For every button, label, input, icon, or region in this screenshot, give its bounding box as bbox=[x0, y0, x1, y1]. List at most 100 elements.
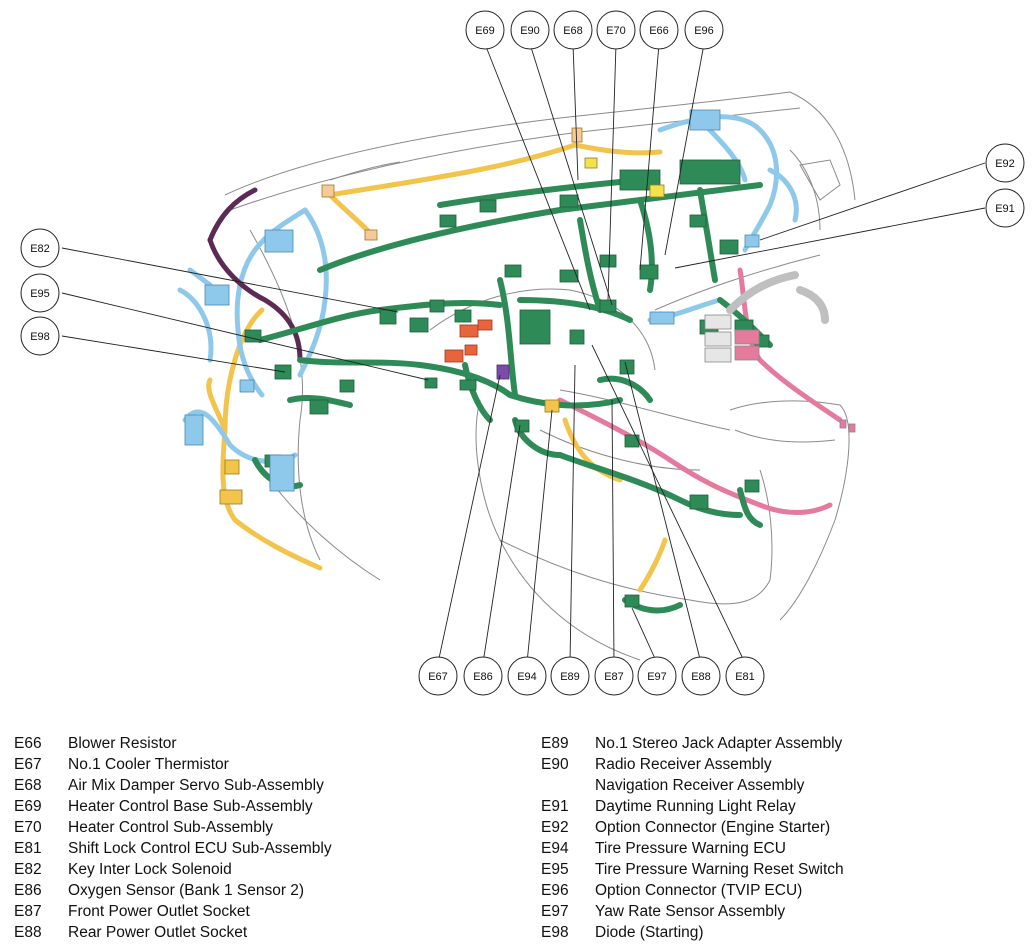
callout-label: E66 bbox=[649, 25, 669, 37]
connector bbox=[704, 314, 732, 330]
connector bbox=[479, 199, 497, 213]
callout: E81 bbox=[725, 656, 765, 696]
purple-connector bbox=[496, 364, 510, 380]
grey-hose bbox=[726, 271, 829, 324]
legend-code: E82 bbox=[14, 861, 42, 878]
connector bbox=[224, 459, 240, 475]
connector bbox=[704, 331, 732, 347]
legend-description: Oxygen Sensor (Bank 1 Sensor 2) bbox=[68, 882, 305, 899]
callout-circle bbox=[684, 10, 724, 50]
legend-row: E82 Key Inter Lock Solenoid bbox=[14, 859, 332, 880]
connector bbox=[239, 379, 255, 393]
legend-description: Daytime Running Light Relay bbox=[595, 798, 796, 815]
legend-description: Heater Control Base Sub-Assembly bbox=[68, 798, 313, 815]
callout-label: E70 bbox=[606, 25, 626, 37]
callout-label: E68 bbox=[563, 25, 583, 37]
callout: E89 bbox=[550, 656, 590, 696]
callout-label: E95 bbox=[30, 288, 50, 300]
callout-label: E69 bbox=[475, 25, 495, 37]
callout-circle bbox=[20, 273, 60, 313]
blue-connectors bbox=[184, 109, 760, 492]
legend-code: E70 bbox=[14, 819, 42, 836]
legend-code: E66 bbox=[14, 735, 42, 752]
connector bbox=[599, 299, 617, 313]
connector bbox=[569, 329, 585, 345]
connector bbox=[309, 399, 329, 415]
connector bbox=[379, 309, 397, 325]
connector bbox=[504, 264, 522, 278]
legend-code: E94 bbox=[541, 840, 569, 857]
legend-description: Air Mix Damper Servo Sub-Assembly bbox=[68, 777, 324, 794]
connector bbox=[559, 269, 579, 283]
yellow-connectors bbox=[219, 127, 665, 505]
callout-label: E82 bbox=[30, 243, 50, 255]
callout-circle bbox=[681, 656, 721, 696]
legend-code: E90 bbox=[541, 756, 569, 773]
legend-description: Shift Lock Control ECU Sub-Assembly bbox=[68, 840, 332, 857]
legend-description: Rear Power Outlet Socket bbox=[68, 924, 248, 941]
callout-circle bbox=[510, 10, 550, 50]
yellow-harness bbox=[206, 142, 668, 593]
callout-circle bbox=[465, 10, 505, 50]
legend-row: E81 Shift Lock Control ECU Sub-Assembly bbox=[14, 838, 332, 859]
callout-label: E86 bbox=[473, 671, 493, 683]
legend-description: Heater Control Sub-Assembly bbox=[68, 819, 274, 836]
callout-circle bbox=[418, 656, 458, 696]
callout-circle bbox=[463, 656, 503, 696]
connector bbox=[719, 239, 739, 255]
callout-label: E81 bbox=[735, 671, 755, 683]
connector bbox=[204, 284, 230, 306]
connector bbox=[264, 229, 294, 253]
callout-label: E98 bbox=[30, 331, 50, 343]
legend-code: E86 bbox=[14, 882, 42, 899]
legend-description: Diode (Starting) bbox=[595, 924, 704, 941]
legend-description: Key Inter Lock Solenoid bbox=[68, 861, 232, 878]
dashboard-outline bbox=[224, 91, 856, 661]
callout-leaders bbox=[61, 43, 986, 664]
green-connectors bbox=[244, 159, 770, 608]
callout-label: E97 bbox=[647, 671, 667, 683]
callout-circle bbox=[553, 10, 593, 50]
orange-connectors bbox=[444, 319, 493, 363]
callout-label: E91 bbox=[995, 203, 1015, 215]
connector bbox=[439, 214, 457, 228]
callout: E87 bbox=[594, 656, 634, 696]
connector bbox=[744, 479, 760, 493]
connector bbox=[734, 345, 760, 361]
connector bbox=[839, 419, 847, 429]
connector bbox=[429, 299, 445, 313]
connector bbox=[599, 254, 617, 268]
callout-label: E89 bbox=[560, 671, 580, 683]
connector bbox=[689, 109, 721, 131]
legend-row: E70 Heater Control Sub-Assembly bbox=[14, 817, 332, 838]
legend-code: E81 bbox=[14, 840, 42, 857]
connector bbox=[571, 127, 583, 143]
callout: E98 bbox=[20, 316, 60, 356]
legend-description: Yaw Rate Sensor Assembly bbox=[595, 903, 786, 920]
callout-circle bbox=[20, 228, 60, 268]
legend-code: E91 bbox=[541, 798, 569, 815]
callout: E66 bbox=[639, 10, 679, 50]
connector bbox=[464, 344, 478, 356]
callout-circle bbox=[594, 656, 634, 696]
callout: E68 bbox=[553, 10, 593, 50]
legend-code: E95 bbox=[541, 861, 569, 878]
callout: E69 bbox=[465, 10, 505, 50]
legend-description: Option Connector (TVIP ECU) bbox=[595, 882, 803, 899]
callout-circle bbox=[985, 143, 1025, 183]
callout-label: E92 bbox=[995, 158, 1015, 170]
connector bbox=[454, 309, 472, 323]
callout-label: E87 bbox=[604, 671, 624, 683]
connector bbox=[639, 264, 659, 280]
connector bbox=[219, 489, 243, 505]
